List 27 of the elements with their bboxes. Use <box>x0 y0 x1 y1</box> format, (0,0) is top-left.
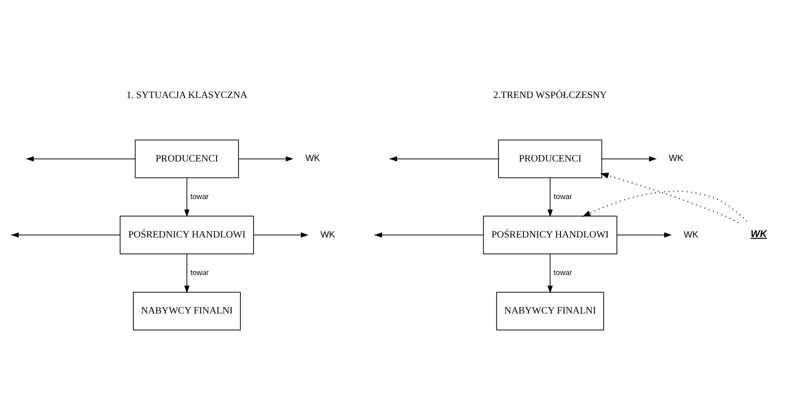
node-text: WK <box>750 228 767 240</box>
arrow <box>582 190 748 222</box>
arrow <box>184 178 190 218</box>
label: 2.TREND WSPÓŁCZESNY <box>493 90 607 102</box>
arrow <box>253 232 308 238</box>
label: 1. SYTUACJA KLASYCZNA <box>126 90 248 102</box>
arrow <box>548 254 553 294</box>
node-box: POŚREDNICY HANDLOWI <box>483 216 618 254</box>
node-box: PRODUCENCI <box>134 140 239 178</box>
arrow <box>238 156 294 162</box>
arrow <box>600 172 739 224</box>
edge-label: towar <box>554 268 572 277</box>
node-box: POŚREDNICY HANDLOWI <box>120 216 254 254</box>
node-box: PRODUCENCI <box>498 140 602 178</box>
edge-label: towar <box>190 192 209 201</box>
arrow <box>548 178 553 218</box>
node-box: NABYWCY FINALNI <box>132 292 241 330</box>
node-text: WK <box>320 229 336 240</box>
node-text: WK <box>305 153 320 164</box>
edge-label: towar <box>190 268 209 277</box>
arrow <box>616 232 672 238</box>
node-text: WK <box>668 153 684 164</box>
arrow <box>602 156 657 162</box>
node-box: NABYWCY FINALNI <box>496 292 604 330</box>
edge-label: towar <box>554 192 572 201</box>
arrow <box>184 254 190 294</box>
node-text: WK <box>684 229 698 240</box>
